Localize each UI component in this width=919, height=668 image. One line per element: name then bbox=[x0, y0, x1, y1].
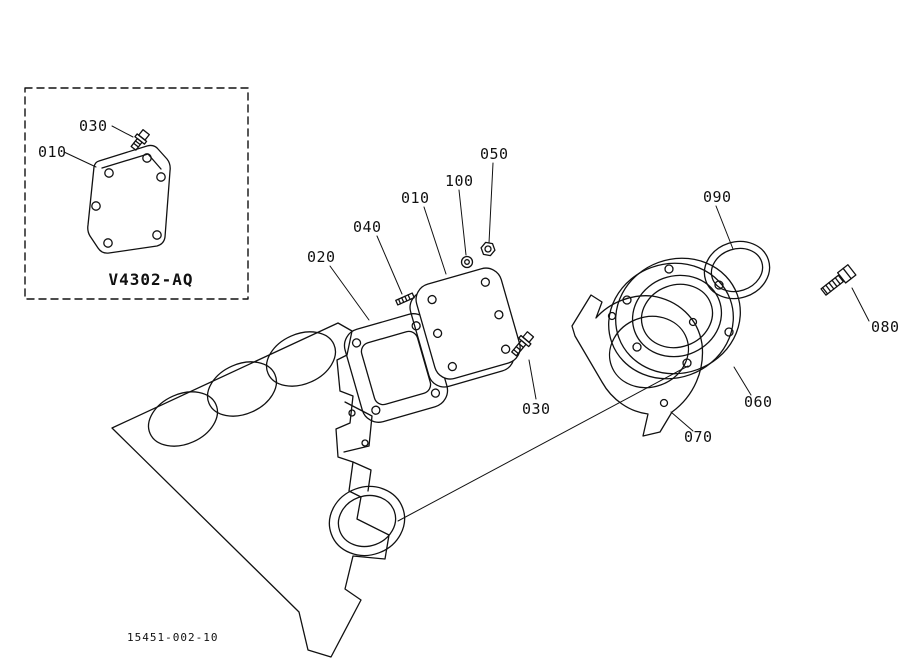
callout-010: 010 bbox=[401, 189, 430, 207]
engine-block bbox=[111, 322, 406, 658]
callout-050: 050 bbox=[480, 145, 509, 163]
callout-060: 060 bbox=[744, 393, 773, 411]
inset-cover-plate bbox=[87, 144, 171, 254]
callout-020: 020 bbox=[307, 248, 336, 266]
labels: 030 010 V4302-AQ 020 040 010 100 050 030… bbox=[38, 117, 900, 644]
inset-model-label: V4302-AQ bbox=[108, 270, 193, 289]
nut bbox=[480, 241, 496, 257]
oil-seal bbox=[703, 240, 771, 300]
callout-030: 030 bbox=[522, 400, 551, 418]
variant-inset-box bbox=[24, 87, 249, 300]
cover-plate bbox=[409, 267, 521, 388]
assembly-centerline bbox=[397, 365, 689, 522]
bearing-case-gasket bbox=[571, 294, 704, 437]
leader-lines bbox=[63, 125, 870, 432]
callout-070: 070 bbox=[684, 428, 713, 446]
drawing-number: 15451-002-10 bbox=[127, 631, 218, 644]
flange-bolt bbox=[511, 331, 535, 357]
stud bbox=[395, 292, 415, 306]
callout-100: 100 bbox=[445, 172, 474, 190]
callout-080: 080 bbox=[871, 318, 900, 336]
callout-inset-010: 010 bbox=[38, 143, 67, 161]
callout-inset-030: 030 bbox=[79, 117, 108, 135]
callout-090: 090 bbox=[703, 188, 732, 206]
bearing-case bbox=[608, 257, 741, 380]
case-bolt bbox=[820, 264, 857, 296]
inset-bolt bbox=[130, 129, 150, 151]
callout-040: 040 bbox=[353, 218, 382, 236]
washer bbox=[460, 255, 474, 269]
